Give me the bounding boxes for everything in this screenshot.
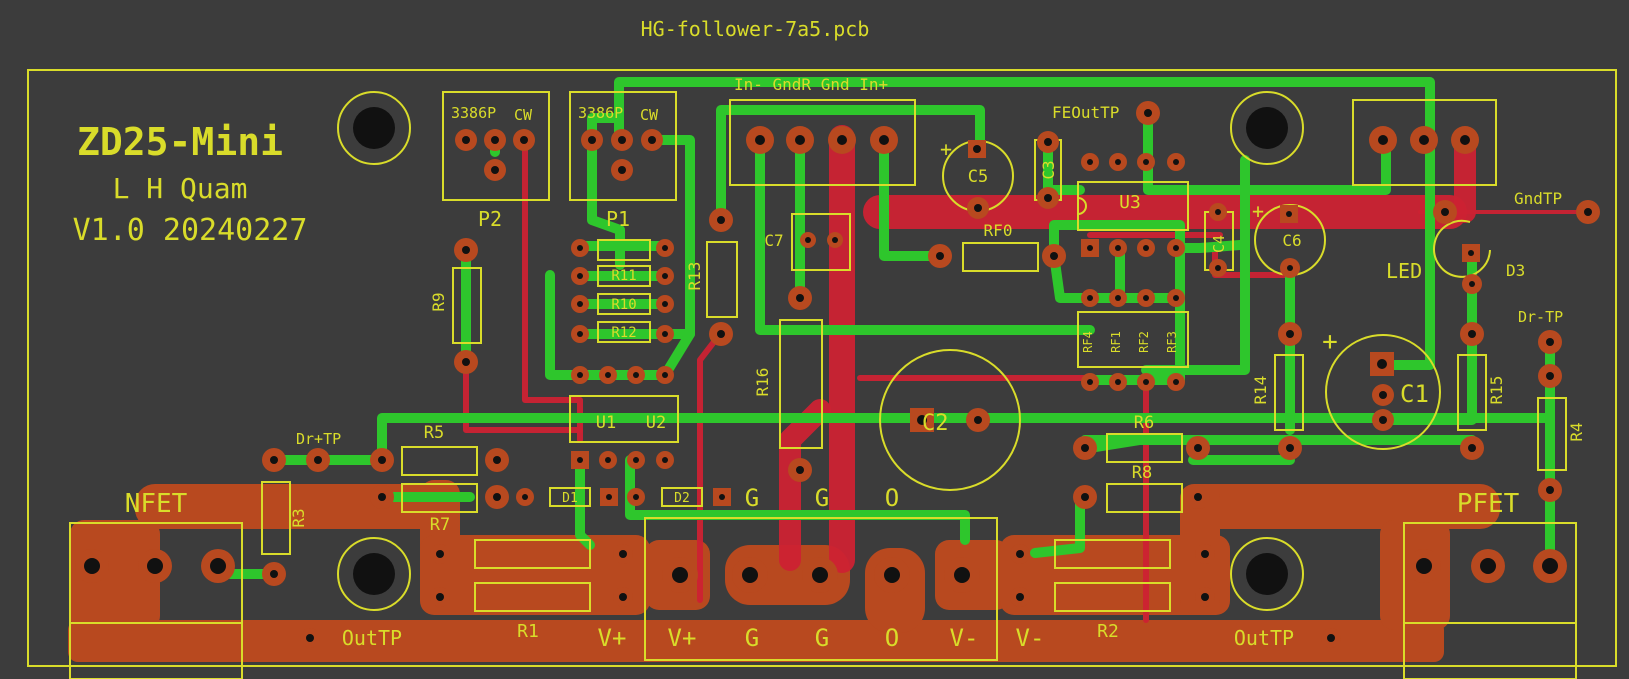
r10-label: R10 (611, 297, 636, 313)
c4-label: C4 (1210, 235, 1228, 253)
fe-out-label: FEOutTP (1052, 103, 1119, 122)
v-plus-left-label: V+ (598, 624, 627, 652)
r14-label: R14 (1251, 376, 1270, 405)
rf0-label: RF0 (984, 221, 1013, 240)
input-connector-label: In- GndR Gnd In+ (734, 75, 888, 94)
u1-label: U1 (596, 413, 616, 433)
g-bottom-2-label: G (815, 624, 829, 652)
rf2-label: RF2 (1137, 331, 1151, 353)
file-name: HG-follower-7a5.pcb (641, 17, 870, 41)
r12-label: R12 (611, 325, 636, 341)
rf4-label: RF4 (1081, 331, 1095, 353)
gnd-tp-label: GndTP (1514, 189, 1562, 208)
r6-label: R6 (1134, 413, 1154, 433)
o-bottom-label: O (885, 624, 899, 652)
rf1-label: RF1 (1109, 331, 1123, 353)
r4-label: R4 (1567, 422, 1586, 441)
u2-label: U2 (646, 413, 666, 433)
g1-label: G (745, 484, 759, 512)
rf3-label: RF3 (1165, 331, 1179, 353)
d3-label: D3 (1506, 261, 1525, 280)
c1-label: C1 (1400, 380, 1429, 408)
r2-label: R2 (1097, 621, 1119, 642)
cw2-label: CW (640, 106, 659, 124)
r3-label: R3 (289, 508, 308, 527)
r13-label: R13 (685, 262, 704, 291)
c6-polarity: + (1252, 199, 1264, 223)
c1-polarity: + (1322, 327, 1338, 357)
board-version: V1.0 20240227 (73, 213, 308, 248)
led-label: LED (1386, 259, 1422, 283)
g-bottom-1-label: G (745, 624, 759, 652)
board-outline (27, 69, 1617, 667)
pads (75, 101, 1600, 648)
trim1-label: 3386P (451, 104, 496, 122)
dr-plus-label: Dr+TP (296, 430, 341, 448)
silkscreen-outlines (69, 91, 1577, 679)
o-top-label: O (885, 484, 899, 512)
board-author: L H Quam (113, 172, 248, 205)
p2-label: P2 (478, 207, 502, 231)
r5-label: R5 (424, 423, 444, 443)
mounting-holes (337, 91, 1304, 611)
v-minus-label: V- (950, 624, 979, 652)
r7-label: R7 (430, 515, 450, 535)
v-plus-label: V+ (668, 624, 697, 652)
r1-label: R1 (517, 621, 539, 642)
dr-minus-label: Dr-TP (1518, 308, 1563, 326)
v-minus-right-label: V- (1016, 624, 1045, 652)
board-name: ZD25-Mini (77, 120, 283, 164)
out-tp-right-label: OutTP (1234, 626, 1294, 650)
d1-label: D1 (562, 491, 578, 506)
nfet-label: NFET (125, 489, 188, 519)
cw1-label: CW (514, 106, 533, 124)
r15-label: R15 (1487, 376, 1506, 405)
c5-label: C5 (968, 167, 988, 187)
r11-label: R11 (611, 268, 636, 284)
p1-label: P1 (606, 207, 630, 231)
c3-label: C3 (1039, 160, 1058, 179)
c7-label: C7 (764, 231, 783, 250)
trim2-label: 3386P (578, 104, 623, 122)
silkscreen-labels: ZD25-Mini L H Quam V1.0 20240227 3386P C… (73, 75, 1586, 652)
r16-label: R16 (753, 368, 772, 397)
g2-label: G (815, 484, 829, 512)
pfet-label: PFET (1457, 489, 1520, 519)
u3-label: U3 (1119, 192, 1141, 213)
d2-label: D2 (674, 491, 690, 506)
c2-label: C2 (922, 411, 949, 436)
c6-label: C6 (1282, 231, 1301, 250)
c5-polarity: + (940, 137, 952, 161)
r9-label: R9 (429, 292, 448, 311)
out-tp-left-label: OutTP (342, 626, 402, 650)
r8-label: R8 (1132, 463, 1152, 483)
